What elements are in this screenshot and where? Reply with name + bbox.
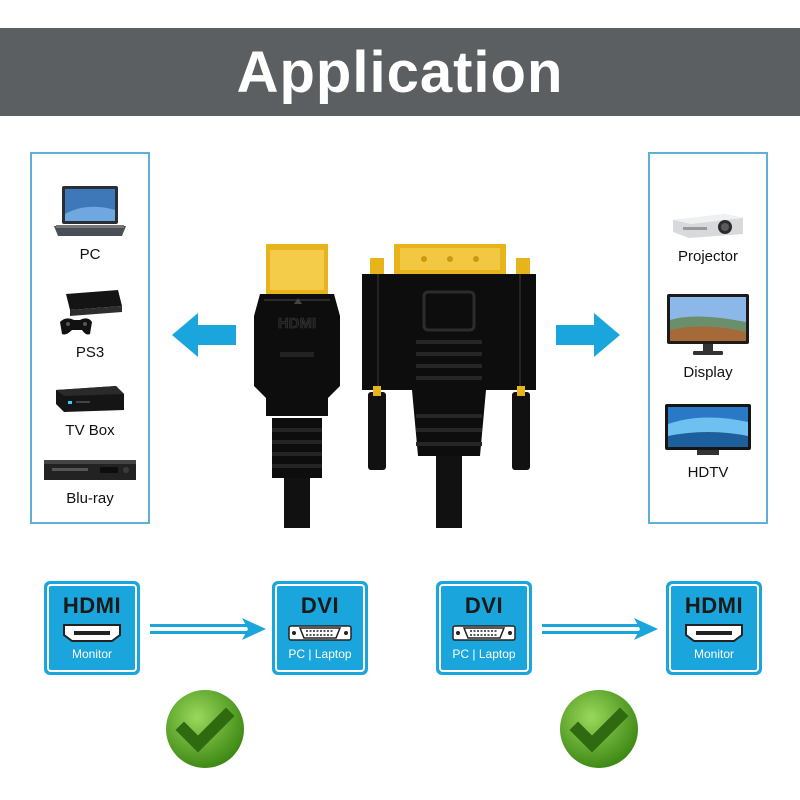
game-console-icon xyxy=(60,290,122,335)
box-title: DVI xyxy=(464,593,504,618)
dvi-connector xyxy=(362,244,536,528)
check-icon xyxy=(560,690,638,768)
device-label: PC xyxy=(79,246,101,263)
hdmi-port-icon xyxy=(63,624,121,642)
check-icon xyxy=(166,690,244,768)
tv-box-icon xyxy=(56,386,124,412)
flow-arrow-icon xyxy=(542,618,658,640)
device-label: Display xyxy=(683,364,733,381)
box-subtitle: PC | Laptop xyxy=(452,647,516,661)
hdmi-port-icon xyxy=(685,624,743,642)
device-projector: Projector xyxy=(650,206,766,265)
arrow-right-icon xyxy=(556,313,620,357)
source-devices-panel: PC PS3 TV Box Blu-ray xyxy=(30,152,150,524)
tv-icon xyxy=(665,404,751,455)
monitor-icon xyxy=(667,294,749,355)
hdmi-monitor-box: HDMI Monitor xyxy=(44,581,140,675)
header-banner: Application xyxy=(0,28,800,116)
device-hdtv: HDTV xyxy=(650,402,766,481)
hdmi-dvi-cable: HDMI xyxy=(254,244,536,528)
output-devices-panel: Projector Display HDTV xyxy=(648,152,768,524)
projector-icon xyxy=(673,214,743,238)
page-title: Application xyxy=(236,39,564,105)
device-ps3: PS3 xyxy=(32,288,148,361)
device-label: HDTV xyxy=(687,464,729,481)
device-label: PS3 xyxy=(75,344,105,361)
dvi-port-icon xyxy=(288,625,352,641)
box-subtitle: Monitor xyxy=(71,647,112,661)
box-title: DVI xyxy=(300,593,340,618)
hdmi-monitor-box: HDMI Monitor xyxy=(666,581,762,675)
box-subtitle: Monitor xyxy=(693,647,734,661)
dvi-port-icon xyxy=(452,625,516,641)
device-bluray: Blu-ray xyxy=(32,456,148,507)
device-label: Projector xyxy=(677,248,739,265)
device-pc: PC xyxy=(32,184,148,263)
device-label: TV Box xyxy=(65,422,115,439)
flow-arrow-icon xyxy=(150,618,266,640)
hdmi-logo-text: HDMI xyxy=(278,315,316,332)
box-title: HDMI xyxy=(62,593,122,618)
device-display: Display xyxy=(650,292,766,381)
box-subtitle: PC | Laptop xyxy=(288,647,352,661)
device-tvbox: TV Box xyxy=(32,382,148,439)
device-label: Blu-ray xyxy=(66,490,114,507)
laptop-icon xyxy=(54,186,126,236)
arrow-left-icon xyxy=(172,313,236,357)
dvi-pc-box: DVI PC | Laptop xyxy=(272,581,368,675)
hdmi-connector: HDMI xyxy=(254,244,340,528)
dvi-pc-box: DVI PC | Laptop xyxy=(436,581,532,675)
box-title: HDMI xyxy=(684,593,744,618)
bluray-player-icon xyxy=(44,460,136,480)
